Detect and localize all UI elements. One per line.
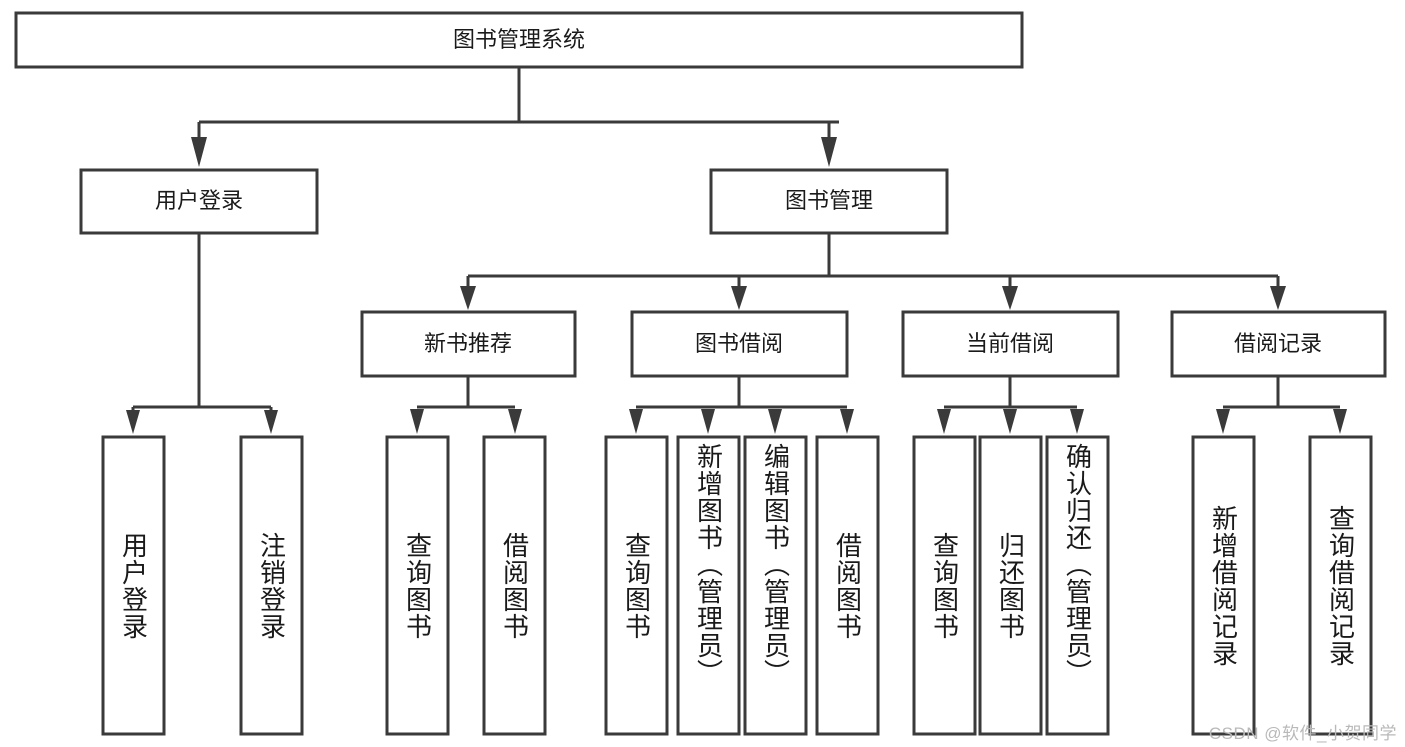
arrow-head-borrow-2 [768,409,782,434]
leaf-node-query-book-borrow-label: 查询图书 [621,531,652,640]
node-book-borrow-label: 图书借阅 [695,331,783,356]
leaf-node-logout-label: 注销登录 [256,531,287,640]
leaf-node-add-borrow-record-label: 新增借阅记录 [1208,504,1239,667]
node-root-label: 图书管理系统 [453,27,585,52]
leaf-node-query-borrow-record[interactable]: 查询借阅记录 [1308,435,1373,736]
node-borrow-record-box[interactable] [1170,310,1387,378]
node-borrow-record-label: 借阅记录 [1234,331,1322,356]
node-new-book-recommend[interactable]: 新书推荐 [360,310,577,378]
leaf-node-logout[interactable]: 注销登录 [239,435,304,736]
leaf-node-user-login[interactable]: 用户登录 [101,435,166,736]
connector-group-current-to-leaves [937,376,1084,434]
leaf-node-query-book-recommend[interactable]: 查询图书 [385,435,450,736]
connector-group-record-to-leaves [1216,376,1347,434]
leaf-node-add-borrow-record[interactable]: 新增借阅记录 [1191,435,1256,736]
leaf-node-query-book-current-label: 查询图书 [929,531,960,640]
leaf-node-edit-book-admin[interactable]: 编辑图书（管理员） [743,435,808,736]
arrow-head-borrow-0 [629,409,643,434]
arrow-head-root-1 [821,137,837,167]
leaf-node-query-book-borrow[interactable]: 查询图书 [604,435,669,736]
arrow-head-current-0 [937,409,951,434]
leaf-node-return-book[interactable]: 归还图书 [978,435,1043,736]
node-new-book-recommend-label: 新书推荐 [424,331,512,356]
leaf-node-confirm-return-admin-label: 确认归还（管理员） [1062,443,1093,686]
leaf-node-query-borrow-record-label: 查询借阅记录 [1325,504,1356,667]
connector-group-userlogin-to-leaves [126,233,278,434]
leaf-node-borrow-book-label: 借阅图书 [832,531,863,640]
arrow-head-current-1 [1003,409,1017,434]
node-borrow-record[interactable]: 借阅记录 [1170,310,1387,378]
leaf-node-borrow-book-recommend-box[interactable] [482,435,547,736]
connector-group-borrow-to-leaves [629,376,854,434]
leaf-node-confirm-return-admin[interactable]: 确认归还（管理员） [1045,435,1110,736]
arrow-head-bookmgmt-0 [460,286,476,310]
leaf-node-logout-box[interactable] [239,435,304,736]
leaf-node-borrow-book-box[interactable] [815,435,880,736]
node-book-management-label: 图书管理 [785,188,873,213]
leaf-node-borrow-book-recommend[interactable]: 借阅图书 [482,435,547,736]
node-user-login-label: 用户登录 [155,188,243,213]
leaf-node-edit-book-admin-box[interactable] [743,435,808,736]
leaf-node-edit-book-admin-label: 编辑图书（管理员） [760,443,791,686]
node-current-borrow-box[interactable] [901,310,1120,378]
leaf-node-query-book-recommend-label: 查询图书 [402,531,433,640]
node-new-book-recommend-box[interactable] [360,310,577,378]
leaf-node-user-login-label: 用户登录 [118,531,149,640]
leaf-node-borrow-book[interactable]: 借阅图书 [815,435,880,736]
node-user-login-box[interactable] [79,168,319,235]
arrow-head-record-0 [1216,409,1230,434]
node-root-box[interactable] [14,11,1024,69]
leaf-node-add-book-admin[interactable]: 新增图书（管理员） [676,435,741,736]
leaf-node-query-book-recommend-box[interactable] [385,435,450,736]
arrow-head-borrow-1 [701,409,715,434]
node-user-login[interactable]: 用户登录 [79,168,319,235]
leaf-node-user-login-box[interactable] [101,435,166,736]
arrow-head-borrow-3 [840,409,854,434]
leaf-node-confirm-return-admin-box[interactable] [1045,435,1110,736]
leaf-node-return-book-box[interactable] [978,435,1043,736]
arrow-head-bookmgmt-1 [731,286,747,310]
node-book-management[interactable]: 图书管理 [709,168,949,235]
leaf-node-query-book-current[interactable]: 查询图书 [912,435,977,736]
connector-group-root-to-level2 [191,67,839,167]
node-current-borrow-label: 当前借阅 [966,331,1054,356]
arrow-head-root-0 [191,137,207,167]
node-current-borrow[interactable]: 当前借阅 [901,310,1120,378]
arrow-head-newbook-0 [410,409,424,434]
arrow-head-userlogin-0 [126,410,140,434]
node-book-borrow[interactable]: 图书借阅 [630,310,849,378]
arrow-head-record-1 [1333,409,1347,434]
arrow-head-bookmgmt-2 [1002,286,1018,310]
connector-group-newbook-to-leaves [410,376,522,434]
leaf-node-return-book-label: 归还图书 [995,531,1026,640]
leaf-node-query-book-current-box[interactable] [912,435,977,736]
node-root[interactable]: 图书管理系统 [14,11,1024,69]
leaf-node-add-borrow-record-box[interactable] [1191,435,1256,736]
leaf-node-query-book-borrow-box[interactable] [604,435,669,736]
connector-group-bookmgmt-to-level3 [460,233,1286,310]
leaf-node-add-book-admin-label: 新增图书（管理员） [693,443,724,686]
leaf-node-borrow-book-recommend-label: 借阅图书 [499,531,530,640]
arrow-head-newbook-1 [508,409,522,434]
leaf-node-add-book-admin-box[interactable] [676,435,741,736]
arrow-head-current-2 [1070,409,1084,434]
node-book-management-box[interactable] [709,168,949,235]
leaf-node-query-borrow-record-box[interactable] [1308,435,1373,736]
arrow-head-bookmgmt-3 [1270,286,1286,310]
arrow-head-userlogin-1 [264,410,278,434]
node-book-borrow-box[interactable] [630,310,849,378]
